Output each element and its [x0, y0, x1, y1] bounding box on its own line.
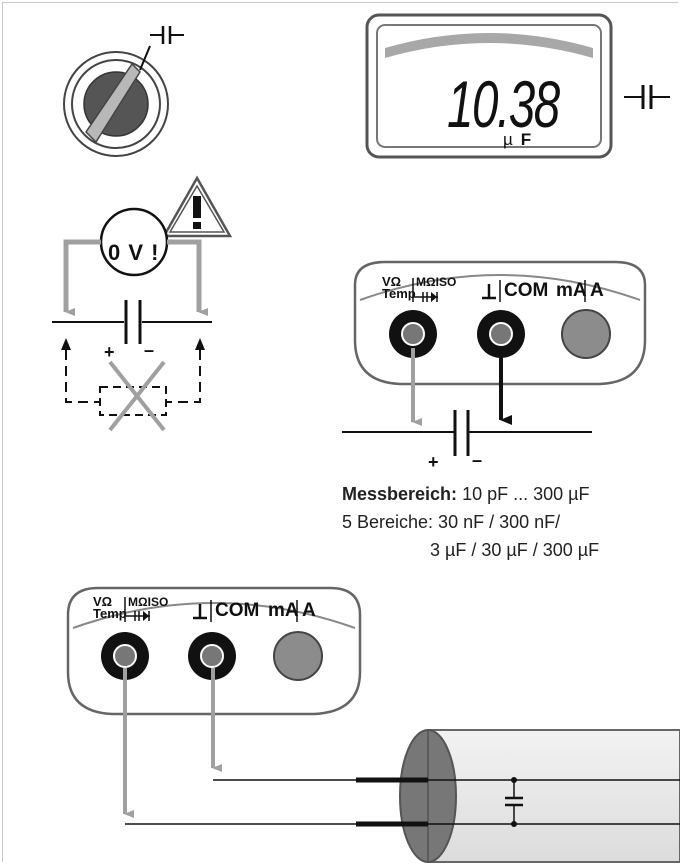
socket-ma-lower[interactable] [273, 631, 323, 681]
socket-label-mohm-upper: MΩISO [416, 275, 457, 289]
range-value: 10 pF ... 300 µF [457, 484, 590, 504]
capacitance-symbol-display [624, 85, 670, 109]
minus-label-right: – [472, 450, 483, 470]
socket-com-upper[interactable] [477, 310, 525, 358]
range-title: Messbereich: [342, 484, 458, 504]
display-reading: 10.38 [447, 67, 560, 141]
voltmeter-label: 0 V ! [108, 240, 160, 265]
socket-label-vohm-upper: VΩ Temp [382, 274, 416, 301]
socket-label-temp-lower: Temp [93, 606, 127, 621]
socket-dividers-lower [124, 597, 298, 622]
warning-icon [161, 175, 233, 238]
socket-label-vohm-lower-line1: VΩ [93, 594, 113, 609]
display-unit-f: F [520, 130, 532, 149]
socket-label-vohm-upper-line1: VΩ [382, 274, 402, 289]
socket-label-mohm-lower: MΩISO [128, 595, 169, 609]
socket-ma-upper[interactable] [561, 309, 611, 359]
voltmeter-circuit [52, 207, 212, 432]
socket-label-ma-lower: mA [268, 600, 299, 621]
socket-label-temp-upper: Temp [382, 286, 416, 301]
cable-diagram [123, 668, 680, 863]
range-line1: Messbereich: 10 pF ... 300 µF [342, 484, 590, 505]
rotary-switch[interactable] [63, 45, 169, 157]
socket-vohm-lower[interactable] [101, 632, 149, 680]
display-unit-prefix: µ [503, 130, 513, 149]
capacitor-circuit-upper [342, 348, 592, 456]
socket-label-ma-upper: mA [556, 280, 587, 301]
socket-label-a-lower: A [302, 600, 316, 621]
minus-label-left: – [144, 340, 155, 360]
socket-com-lower[interactable] [188, 632, 236, 680]
plus-label-right: + [428, 452, 439, 472]
range-line3: 3 µF / 30 µF / 300 µF [430, 540, 600, 560]
socket-label-a-upper: A [590, 280, 604, 301]
socket-label-com-upper: COM [504, 280, 549, 301]
socket-label-com-lower: COM [215, 600, 260, 621]
socket-label-vohm-lower: VΩ Temp [93, 594, 127, 621]
capacitance-symbol-switch [150, 26, 184, 44]
plus-label-left: + [104, 342, 115, 362]
lcd-display [365, 13, 613, 159]
range-line2: 5 Bereiche: 30 nF / 300 nF/ [342, 512, 561, 532]
socket-vohm-upper[interactable] [389, 310, 437, 358]
socket-dividers-upper [412, 278, 586, 302]
